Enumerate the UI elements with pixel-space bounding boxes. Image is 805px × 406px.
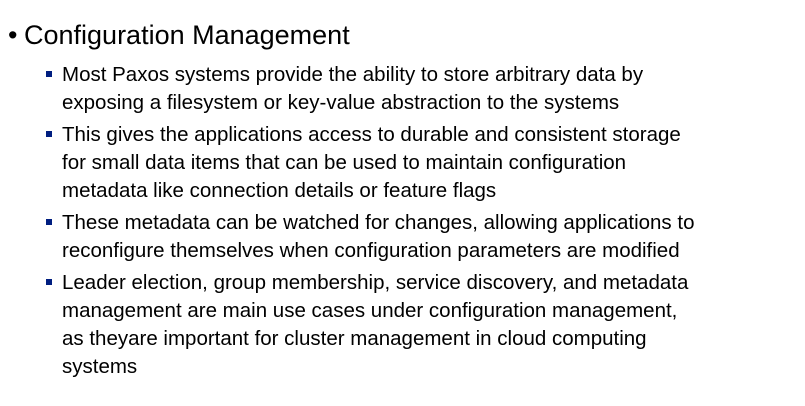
bullet-dot-icon: •	[8, 20, 18, 50]
sub-bullet-item: These metadata can be watched for change…	[42, 209, 802, 265]
text-line: metadata like connection details or feat…	[62, 179, 497, 202]
text-line: exposing a filesystem or key-value abstr…	[62, 91, 620, 114]
text-line: for small data items that can be used to…	[62, 151, 627, 174]
text-line: These metadata can be watched for change…	[62, 211, 695, 234]
sub-bullet-item: Most Paxos systems provide the ability t…	[42, 61, 802, 117]
sub-bullet-text: Leader election, group membership, servi…	[62, 269, 802, 381]
text-line: Most Paxos systems provide the ability t…	[62, 63, 644, 86]
sub-bullet-list: Most Paxos systems provide the ability t…	[42, 61, 802, 385]
sub-bullet-text: These metadata can be watched for change…	[62, 209, 802, 265]
square-bullet-icon	[42, 121, 62, 149]
top-level-bullet: • Configuration Management	[8, 14, 350, 56]
sub-bullet-text: This gives the applications access to du…	[62, 121, 802, 205]
square-bullet-icon	[42, 61, 62, 89]
text-line: reconfigure themselves when configuratio…	[62, 239, 680, 262]
text-line: as theyare important for cluster managem…	[62, 327, 647, 350]
text-line: management are main use cases under conf…	[62, 299, 678, 322]
sub-bullet-text: Most Paxos systems provide the ability t…	[62, 61, 802, 117]
text-line: Leader election, group membership, servi…	[62, 271, 689, 294]
square-bullet-icon	[42, 209, 62, 237]
sub-bullet-item: Leader election, group membership, servi…	[42, 269, 802, 381]
text-line: systems	[62, 355, 138, 378]
sub-bullet-item: This gives the applications access to du…	[42, 121, 802, 205]
bullet-heading: Configuration Management	[24, 20, 350, 50]
text-line: This gives the applications access to du…	[62, 123, 681, 146]
square-bullet-icon	[42, 269, 62, 297]
